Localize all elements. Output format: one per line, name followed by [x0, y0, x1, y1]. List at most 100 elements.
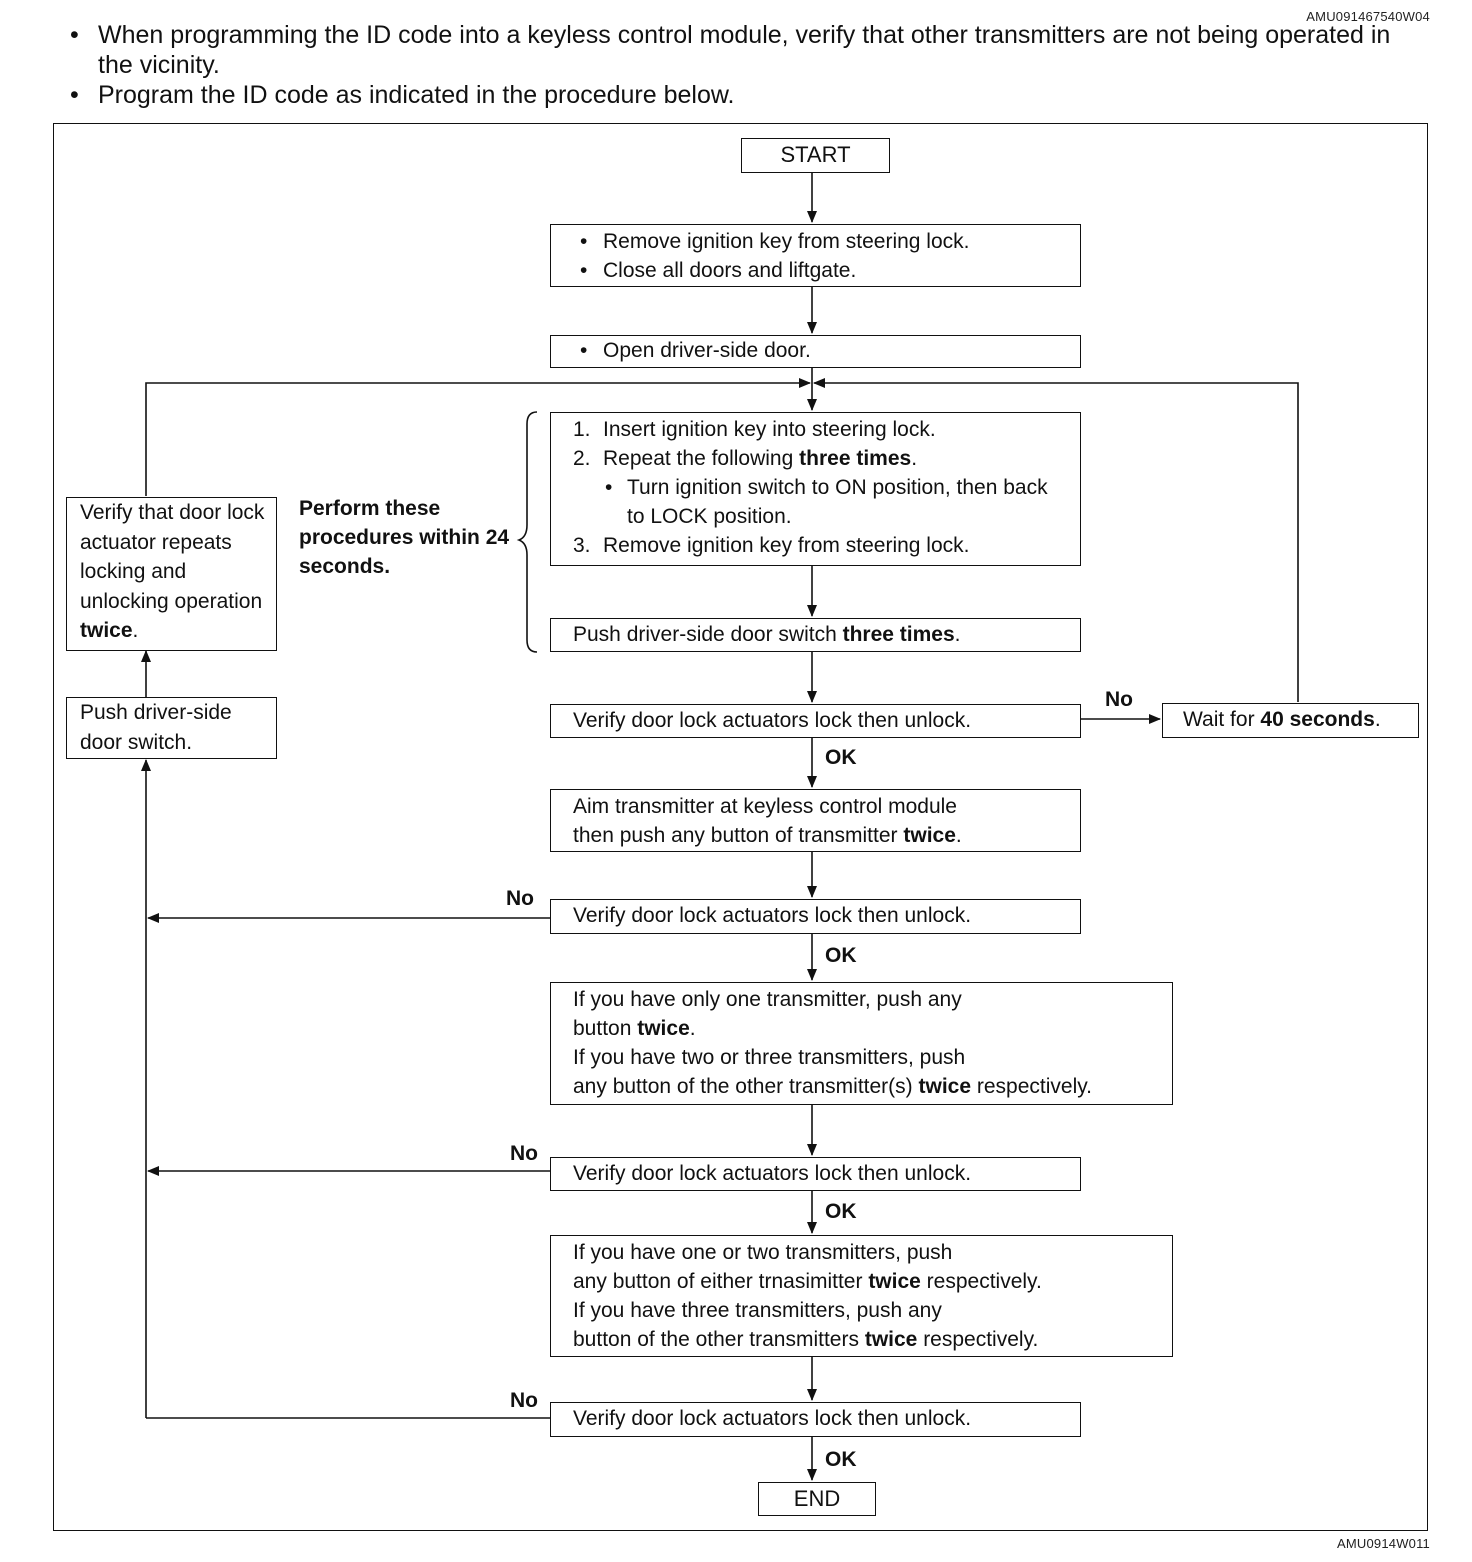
push-text-end: .	[954, 623, 961, 646]
aim-text-end: .	[955, 824, 962, 847]
aim-text: then push any button of transmitter	[573, 824, 904, 847]
step-1: 1. Insert ignition key into steering lock…	[573, 415, 1080, 444]
no-label-3: No	[510, 1142, 538, 1165]
end-node: END	[758, 1482, 876, 1516]
bullet: •	[580, 339, 588, 362]
sub-text: Turn ignition switch to ON position, the…	[627, 476, 1048, 528]
step-number: 3.	[573, 534, 591, 557]
prep-item: • Close all doors and liftgate.	[573, 256, 1080, 285]
aim-line-1: Aim transmitter at keyless control modul…	[573, 795, 957, 818]
note-item: • When programming the ID code into a ke…	[68, 20, 1398, 80]
push-emphasis: three times	[842, 623, 955, 646]
ok-label-4: OK	[825, 1448, 857, 1471]
prep-text: Remove ignition key from steering lock.	[603, 230, 970, 253]
verify-text: Verify door lock actuators lock then unl…	[573, 904, 972, 927]
prep-box: • Remove ignition key from steering lock.…	[550, 224, 1081, 287]
aim-box: Aim transmitter at keyless control modul…	[550, 789, 1081, 852]
open-door-text: Open driver-side door.	[603, 339, 811, 362]
one-or-two-emphasis: twice	[864, 1328, 918, 1351]
step-text: Insert ignition key into steering lock.	[603, 418, 936, 441]
note-text: When programming the ID code into a keyl…	[98, 21, 1391, 79]
only-one-text-end: .	[689, 1017, 696, 1040]
one-or-two-line-4: button of the other transmitters twice r…	[573, 1325, 1172, 1354]
one-or-two-text: any button of either trnasimitter	[573, 1270, 869, 1293]
verify-box-2: Verify door lock actuators lock then unl…	[550, 899, 1081, 934]
step-3: 3. Remove ignition key from steering lock…	[573, 531, 1080, 560]
only-one-line-3: If you have two or three transmitters, p…	[573, 1046, 966, 1069]
wait-text: Wait for	[1183, 708, 1261, 731]
step-text: Remove ignition key from steering lock.	[603, 534, 970, 557]
verify-text: Verify door lock actuators lock then unl…	[573, 1407, 972, 1430]
prep-item: • Remove ignition key from steering lock.	[573, 227, 1080, 256]
only-one-line-2: button twice.	[573, 1014, 1172, 1043]
bullet: •	[580, 259, 588, 282]
wait-emphasis: 40 seconds	[1260, 708, 1375, 731]
left-verify-box: Verify that door lock actuator repeats l…	[66, 497, 277, 651]
aim-line-2: then push any button of transmitter twic…	[573, 821, 1080, 850]
open-door-item: • Open driver-side door.	[573, 336, 1080, 366]
document-code-bottom: AMU0914W011	[1336, 1536, 1430, 1551]
one-or-two-box: If you have one or two transmitters, pus…	[550, 1235, 1173, 1357]
one-or-two-text: button of the other transmitters	[573, 1328, 865, 1351]
only-one-line-4: any button of the other transmitter(s) t…	[573, 1072, 1172, 1101]
push-text: Push driver-side door switch	[573, 623, 843, 646]
only-one-text: button	[573, 1017, 638, 1040]
verify-text: Verify door lock actuators lock then unl…	[573, 1162, 972, 1185]
only-one-emphasis: twice	[637, 1017, 690, 1040]
one-or-two-line-1: If you have one or two transmitters, pus…	[573, 1241, 953, 1264]
ok-label-3: OK	[825, 1200, 857, 1223]
only-one-emphasis: twice	[918, 1075, 972, 1098]
no-label-2: No	[506, 887, 534, 910]
left-push-text: Push driver-side door switch.	[80, 701, 232, 754]
step-emphasis: three times	[799, 447, 912, 470]
verify-box-1: Verify door lock actuators lock then unl…	[550, 704, 1081, 738]
line-left-return	[145, 382, 600, 496]
only-one-line-1: If you have only one transmitter, push a…	[573, 988, 962, 1011]
step-text-end: .	[911, 447, 918, 470]
start-label: START	[780, 142, 851, 167]
left-push-box: Push driver-side door switch.	[66, 697, 277, 759]
only-one-text-end: respectively.	[971, 1075, 1093, 1098]
intro-notes: • When programming the ID code into a ke…	[68, 20, 1398, 110]
bullet: •	[580, 230, 588, 253]
one-or-two-line-2: any button of either trnasimitter twice …	[573, 1267, 1172, 1296]
one-or-two-line-3: If you have three transmitters, push any	[573, 1299, 942, 1322]
note-text: Program the ID code as indicated in the …	[98, 81, 735, 109]
note-item: • Program the ID code as indicated in th…	[68, 80, 1398, 110]
prep-text: Close all doors and liftgate.	[603, 259, 857, 282]
only-one-text: any button of the other transmitter(s)	[573, 1075, 919, 1098]
end-label: END	[793, 1486, 841, 1511]
step-number: 1.	[573, 418, 591, 441]
left-verify-text-end: .	[132, 619, 139, 642]
step-number: 2.	[573, 447, 591, 470]
step-2: 2. Repeat the following three times.	[573, 444, 1080, 473]
verify-text: Verify door lock actuators lock then unl…	[573, 709, 972, 732]
only-one-box: If you have only one transmitter, push a…	[550, 982, 1173, 1105]
open-door-box: • Open driver-side door.	[550, 335, 1081, 368]
start-node: START	[741, 138, 890, 173]
step-2-sub: • Turn ignition switch to ON position, th…	[573, 473, 1080, 531]
left-verify-emphasis: twice	[80, 619, 133, 642]
push-switch-box: Push driver-side door switch three times…	[550, 618, 1081, 652]
step-text: Repeat the following	[603, 447, 800, 470]
wait-text-end: .	[1374, 708, 1381, 731]
bullet: •	[70, 21, 79, 49]
brace	[516, 411, 538, 653]
flowchart-frame	[53, 123, 1428, 1531]
ok-label-1: OK	[825, 746, 857, 769]
bullet: •	[605, 476, 613, 499]
wait-box: Wait for 40 seconds.	[1162, 703, 1419, 738]
one-or-two-text-end: respectively.	[917, 1328, 1039, 1351]
steps-box: 1. Insert ignition key into steering lock…	[550, 412, 1081, 566]
no-label-4: No	[510, 1389, 538, 1412]
aim-emphasis: twice	[903, 824, 956, 847]
within-note: Perform these procedures within 24 secon…	[299, 497, 510, 578]
line-wait-return	[1060, 382, 1299, 702]
one-or-two-emphasis: twice	[868, 1270, 921, 1293]
no-label-1: No	[1105, 688, 1133, 711]
bullet: •	[70, 81, 79, 109]
left-verify-text: Verify that door lock actuator repeats l…	[80, 501, 265, 613]
document-code-top: AMU091467540W04	[1306, 9, 1430, 24]
ok-label-2: OK	[825, 944, 857, 967]
